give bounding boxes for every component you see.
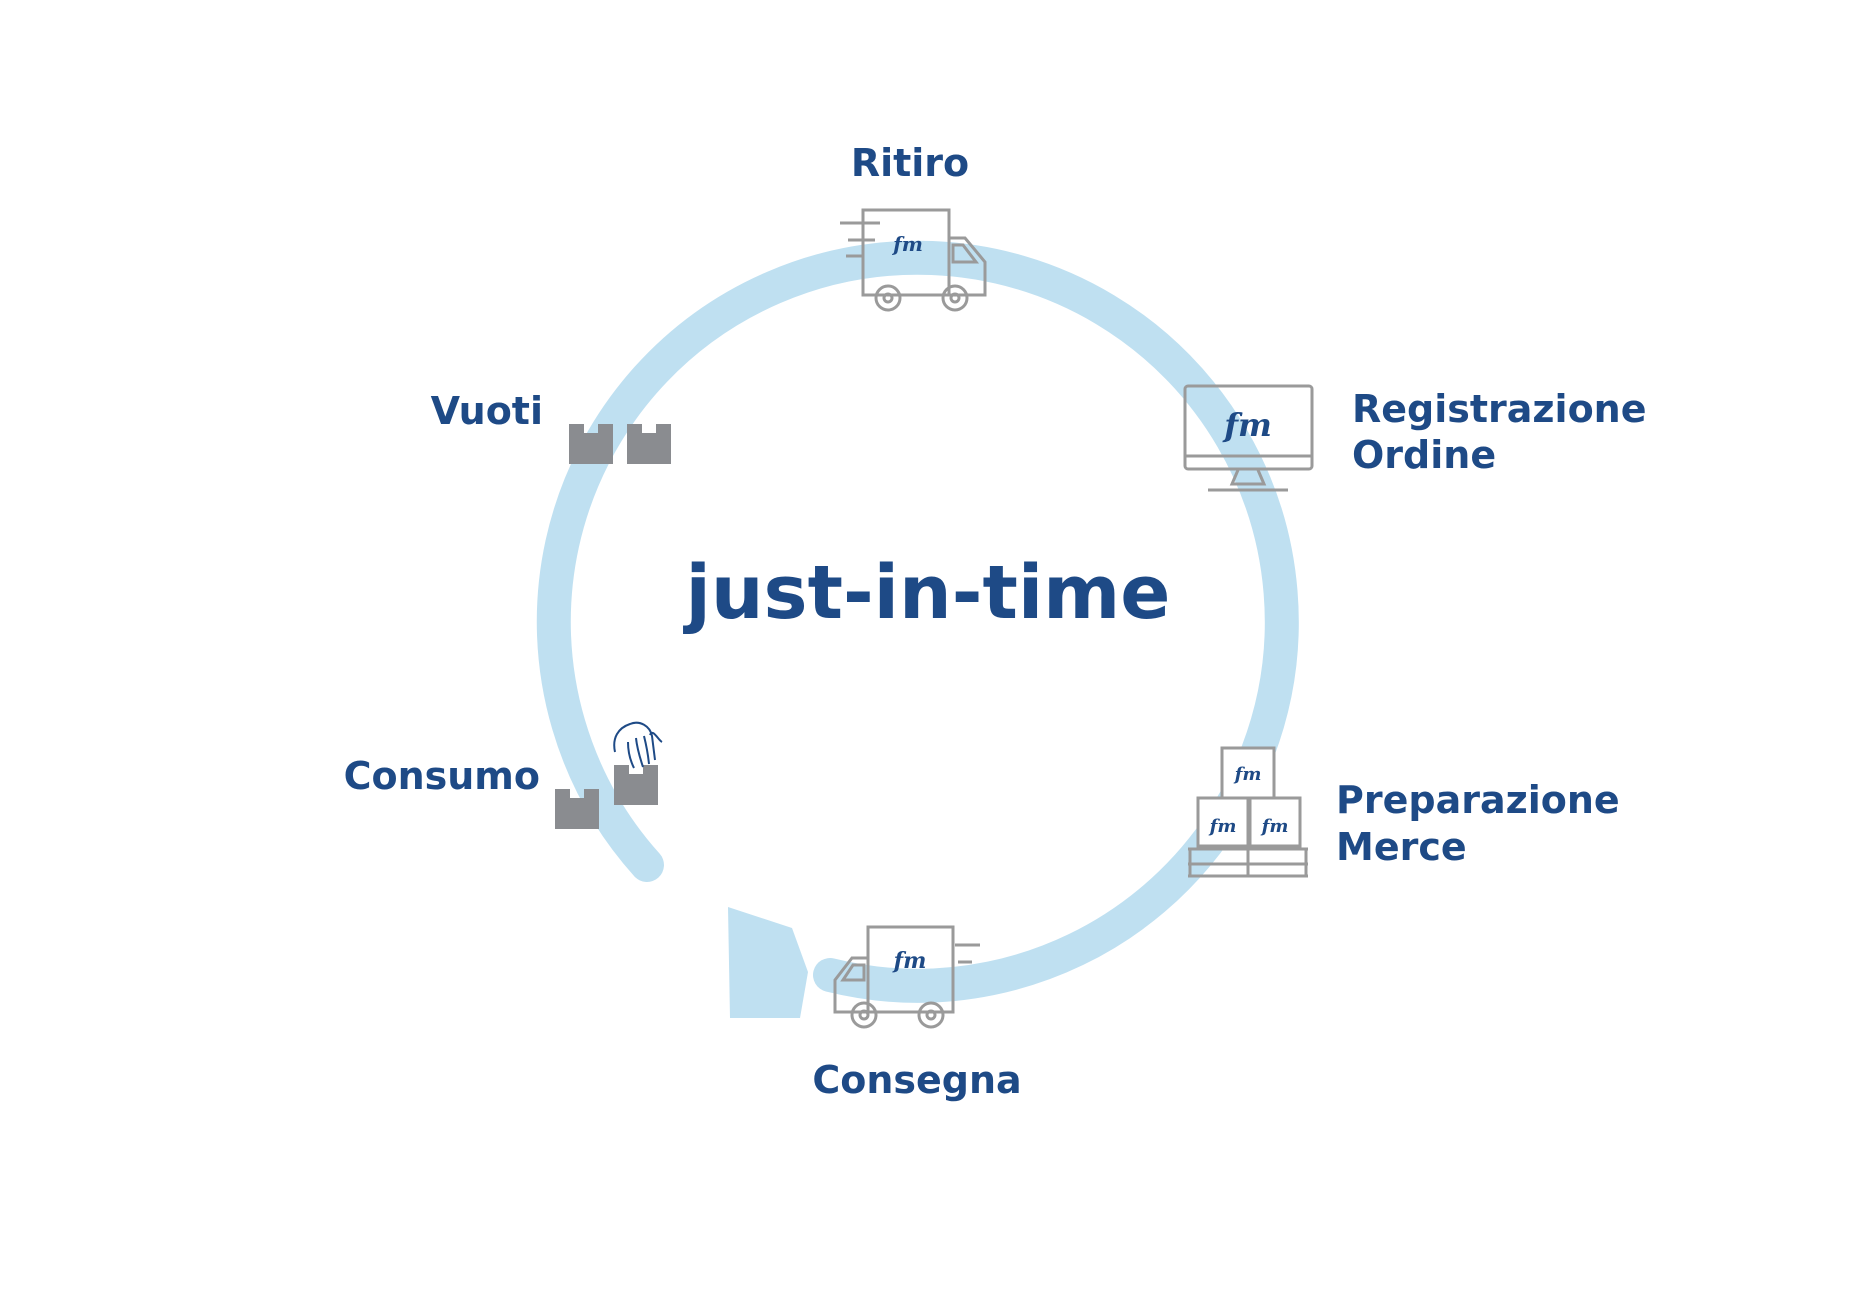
cycle-ring (536, 240, 1299, 1018)
consegna-fm-logo: fm (892, 948, 927, 974)
stage-registrazione-line2: Ordine (1352, 433, 1496, 477)
computer-monitor-icon: fm (1183, 384, 1314, 492)
empty-box-right (627, 424, 671, 464)
stage-consegna-label: Consegna (812, 1058, 1021, 1102)
ritiro-fm-logo: fm (891, 232, 923, 256)
stage-registrazione-label: Registrazione Ordine (1352, 387, 1660, 477)
box-held (614, 765, 658, 805)
stage-registrazione: Registrazione Ordine fm (1183, 384, 1660, 492)
stage-consumo-label: Consumo (344, 754, 540, 798)
pallet-boxes-icon: fm fm fm (1188, 746, 1308, 878)
cycle-arrow-head (728, 907, 808, 1018)
delivery-truck-icon: fm (833, 925, 980, 1029)
stage-ritiro: Ritiro fm (840, 141, 987, 312)
stage-registrazione-line1: Registrazione (1352, 387, 1647, 431)
stage-consumo: Consumo (344, 721, 663, 829)
stage-preparazione-label: Preparazione Merce (1336, 778, 1633, 869)
stage-vuoti-label: Vuoti (431, 389, 543, 433)
box-single (555, 789, 599, 829)
registrazione-fm-logo: fm (1222, 406, 1272, 444)
cycle-arc (536, 240, 1299, 1003)
stage-preparazione-line2: Merce (1336, 825, 1467, 869)
stage-consegna: Consegna fm (812, 925, 1022, 1102)
preparazione-fm-logo-top: fm (1233, 764, 1262, 785)
hand-box-icon (555, 721, 663, 829)
stage-preparazione-line1: Preparazione (1336, 778, 1620, 822)
stage-preparazione: Preparazione Merce fm fm fm (1188, 746, 1633, 878)
stage-ritiro-label: Ritiro (851, 141, 969, 185)
pickup-truck-icon: fm (840, 208, 987, 312)
empty-box-left (569, 424, 613, 464)
stage-vuoti: Vuoti (431, 389, 671, 464)
center-title: just-in-time (683, 550, 1171, 636)
hand-outline (613, 721, 663, 769)
empty-boxes-icon (569, 424, 671, 464)
preparazione-fm-logo-right: fm (1260, 816, 1289, 837)
preparazione-fm-logo-left: fm (1208, 816, 1237, 837)
